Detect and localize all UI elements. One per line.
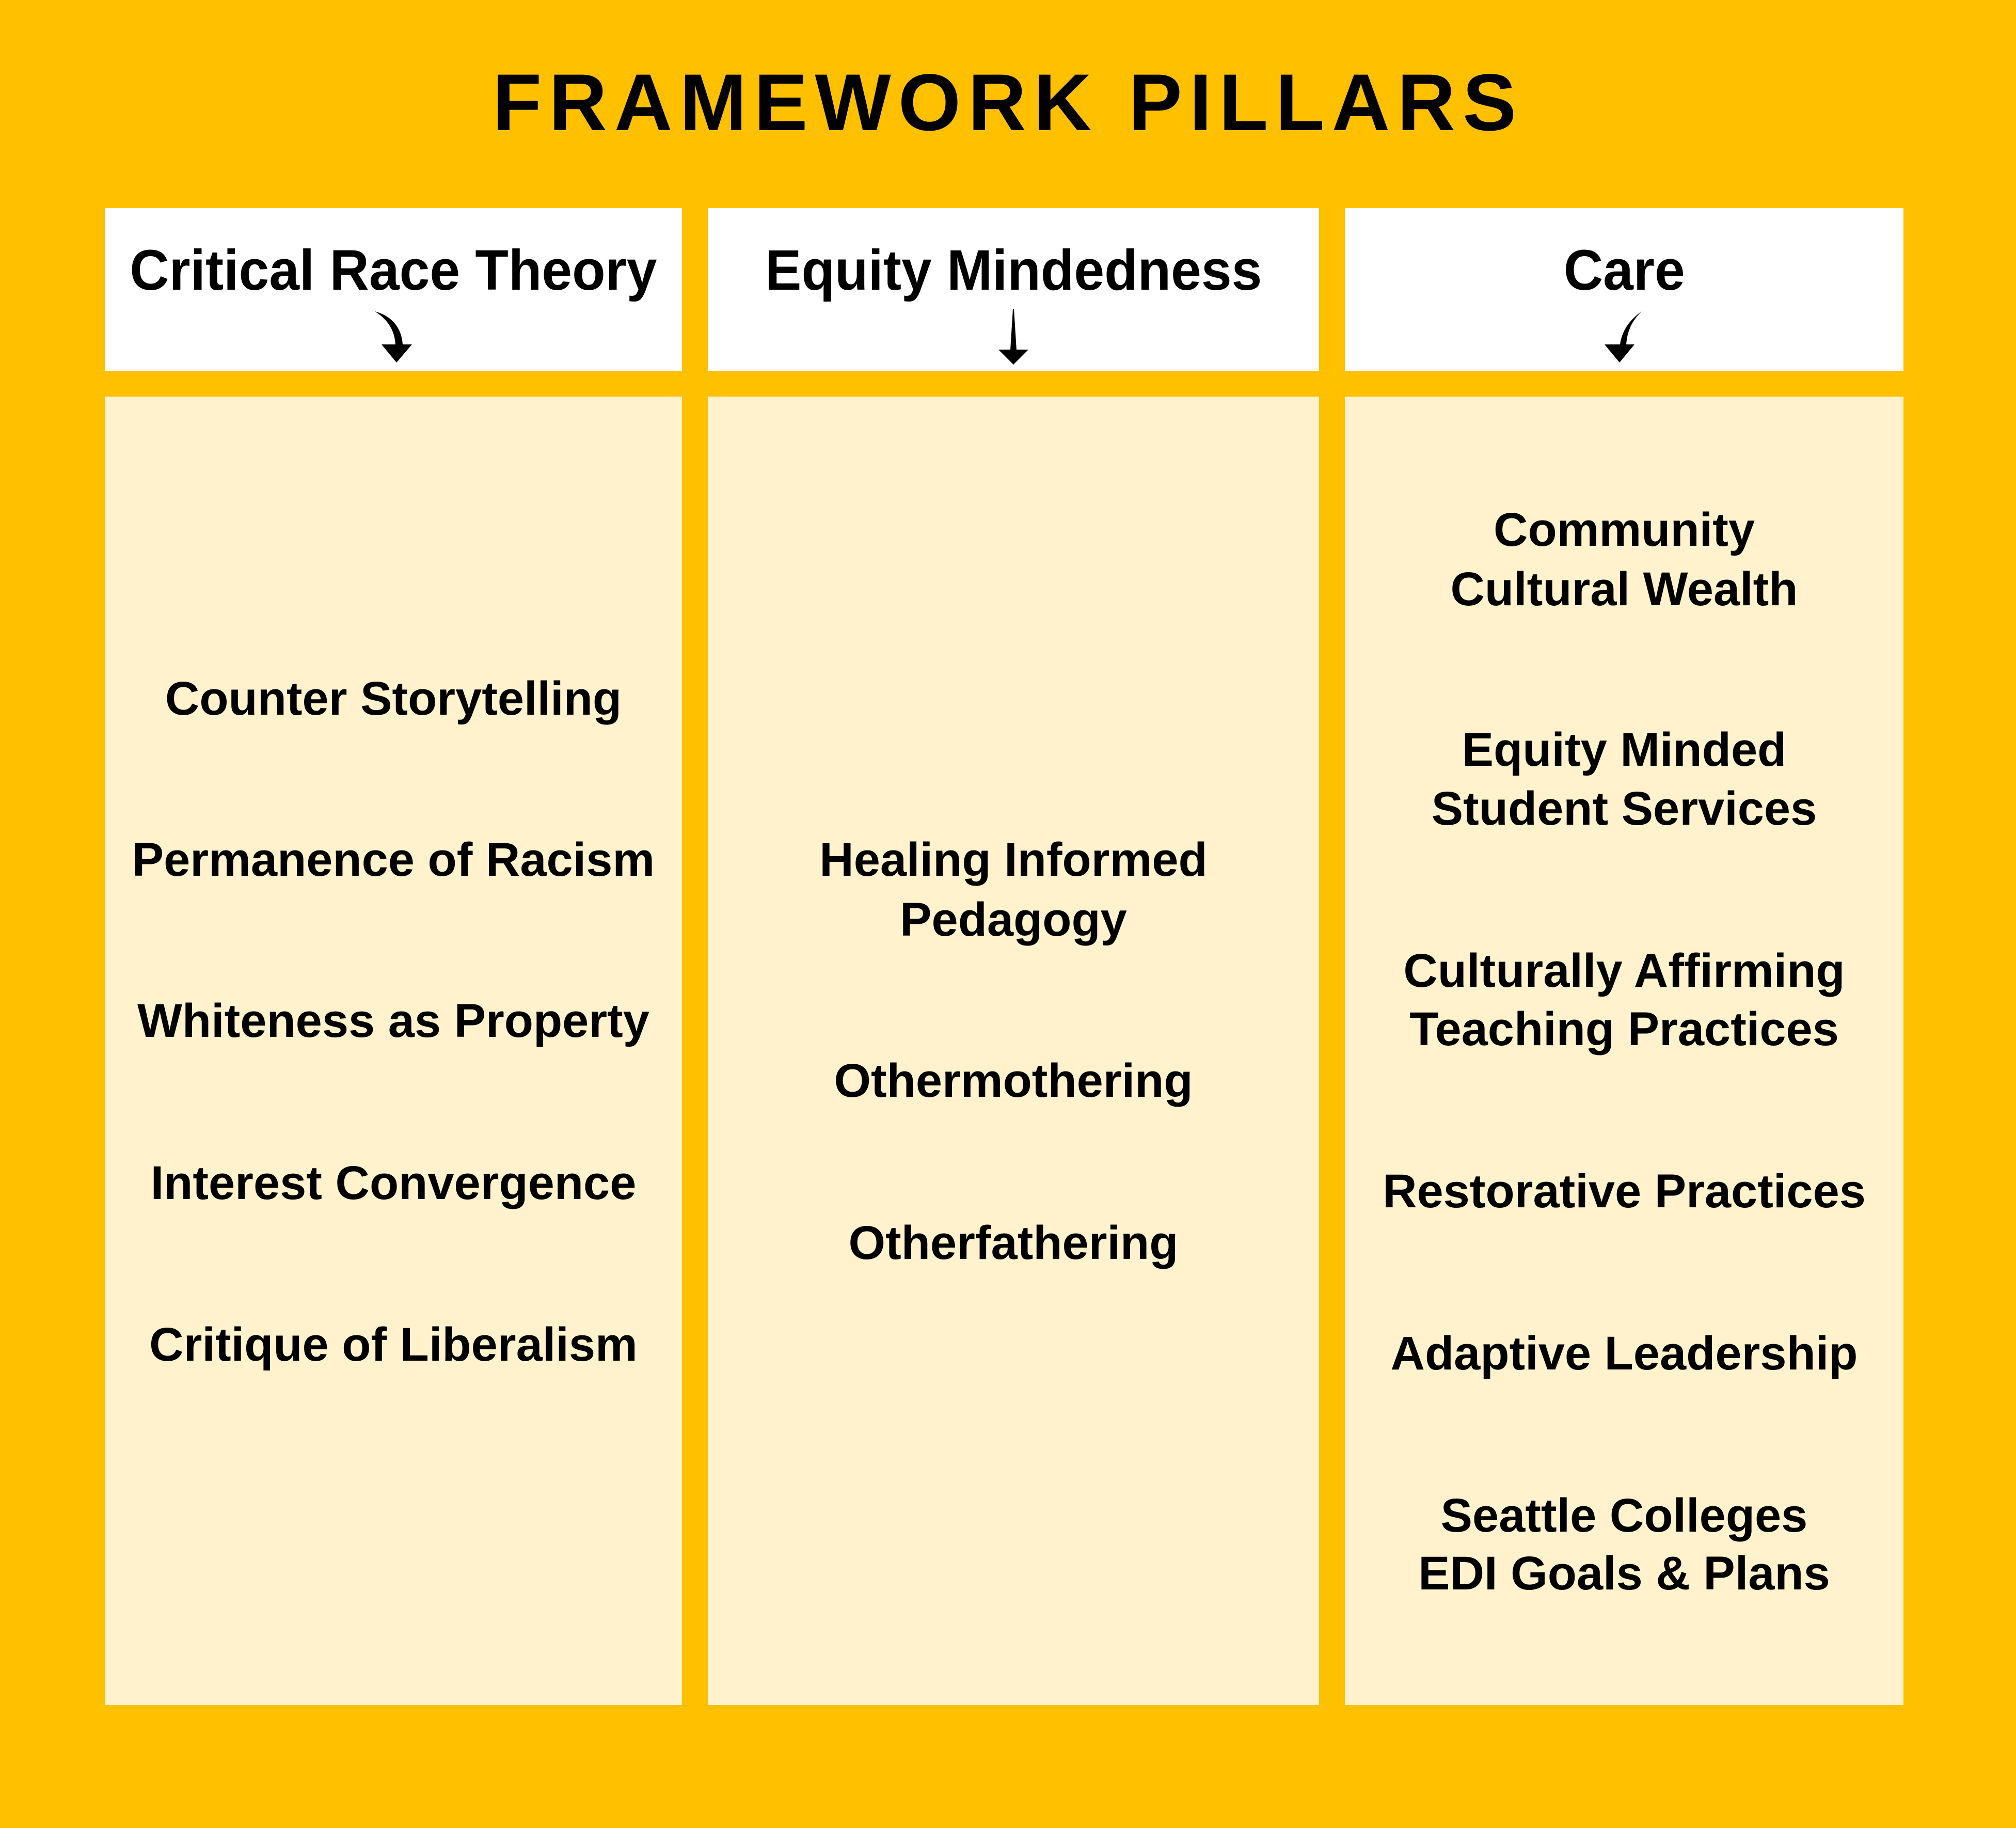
pillar-header-critical-race-theory bbox=[105, 208, 682, 371]
curved-arrow-down-right-icon bbox=[375, 311, 412, 363]
list-item: Otherfathering bbox=[848, 1217, 1179, 1269]
pillar-body-care: Community Cultural Wealth Equity Minded … bbox=[1345, 397, 1903, 1705]
pillar-title-care: Care bbox=[1563, 239, 1685, 302]
list-item: Healing Informed bbox=[819, 833, 1208, 886]
pillar-title-critical-race-theory: Critical Race Theory bbox=[130, 239, 657, 302]
list-item: Permanence of Racism bbox=[132, 833, 655, 886]
list-item: Community bbox=[1494, 503, 1755, 556]
list-item: Teaching Practices bbox=[1409, 1003, 1839, 1055]
list-item: Critique of Liberalism bbox=[149, 1318, 638, 1371]
list-item: Interest Convergence bbox=[150, 1157, 637, 1209]
curved-arrow-down-left-icon bbox=[1605, 311, 1642, 363]
list-item: Whiteness as Property bbox=[137, 995, 649, 1047]
page-title: FRAMEWORK PILLARS bbox=[492, 58, 1524, 148]
list-item: Pedagogy bbox=[900, 893, 1127, 946]
straight-arrow-down-icon bbox=[998, 309, 1028, 365]
pillar-title-equity-mindedness: Equity Mindedness bbox=[765, 239, 1262, 302]
list-item: Equity Minded bbox=[1462, 723, 1787, 776]
list-item: Culturally Affirming bbox=[1403, 944, 1845, 997]
list-item: Restorative Practices bbox=[1383, 1165, 1866, 1218]
pillar-header-label: Equity Mindedness bbox=[708, 242, 1319, 299]
pillar-body-critical-race-theory: Counter Storytelling Permanence of Racis… bbox=[105, 397, 682, 1705]
pillar-header-label: Care bbox=[1345, 242, 1903, 299]
list-item: Adaptive Leadership bbox=[1390, 1327, 1858, 1380]
list-item: Student Services bbox=[1431, 782, 1817, 835]
list-item: Cultural Wealth bbox=[1450, 563, 1798, 616]
list-item: Othermothering bbox=[834, 1054, 1193, 1107]
pillar-header-label: Critical Race Theory bbox=[105, 242, 682, 299]
pillar-body-equity-mindedness: Healing Informed Pedagogy Othermothering… bbox=[708, 397, 1319, 1705]
list-item: EDI Goals & Plans bbox=[1418, 1547, 1830, 1600]
list-item: Seattle Colleges bbox=[1440, 1489, 1808, 1542]
list-item: Counter Storytelling bbox=[165, 672, 622, 725]
